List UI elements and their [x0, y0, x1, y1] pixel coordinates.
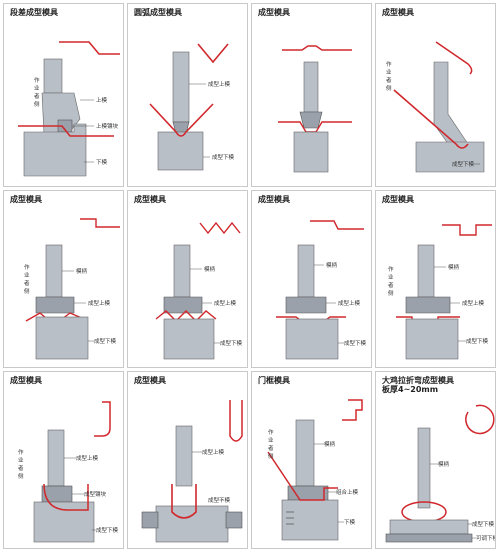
svg-text:者: 者	[386, 76, 392, 84]
label-forming-upper: 成型上模	[202, 448, 225, 456]
panel-forming-die-8: 成型模具 作 业 者 侧 模柄 成型上模 成型下模	[375, 190, 496, 368]
panel-title: 成型模具	[10, 376, 42, 385]
panel-title: 门框模具	[258, 376, 290, 385]
forming-illustration-8: 作 业 者 侧 模柄 成型上模 成型下模	[388, 224, 492, 360]
panel-title: 成型模具	[382, 195, 414, 204]
panel-step-forming-die: 段差成型模具 作 业 者 侧 上模 上模镶块 下模	[3, 3, 124, 187]
panel-title: 成型模具	[134, 376, 166, 385]
svg-text:者: 者	[388, 281, 394, 289]
panel-door-frame-die: 门框模具 作 业 者 侧 模柄 组合上模 下模	[251, 371, 372, 549]
large-bend-illustration: 模柄 成型下模 可调下模	[385, 404, 496, 543]
panel-title: 成型模具	[258, 195, 290, 204]
panel-title: 成型模具	[382, 8, 414, 17]
label-combined-upper: 组合上模	[336, 488, 359, 496]
label-forming-upper: 成型上模	[462, 299, 485, 307]
svg-text:者: 者	[268, 444, 274, 452]
panel-title: 成型模具	[134, 195, 166, 204]
svg-text:作: 作	[388, 265, 394, 273]
svg-text:业: 业	[268, 436, 274, 444]
panel-forming-die-7: 成型模具 模柄 成型上模 成型下模	[251, 190, 372, 368]
forming-illustration-9: 作 业 者 侧 成型上模 成型镶块 成型下模	[18, 401, 119, 543]
label-forming-upper: 成型上模	[208, 80, 231, 88]
label-forming-lower: 成型下模	[452, 160, 475, 168]
svg-text:作: 作	[268, 428, 274, 436]
svg-text:业: 业	[388, 273, 394, 281]
panel-forming-die-10: 成型模具 成型上模 成型下模	[127, 371, 248, 549]
label-shank: 模柄	[448, 263, 460, 271]
label-forming-upper: 成型上模	[88, 299, 111, 307]
label-forming-lower: 成型下模	[220, 339, 243, 347]
forming-illustration-4: 作 业 者 侧 成型下模	[386, 41, 485, 173]
forming-illustration-3	[278, 45, 352, 173]
panel-forming-die-5: 成型模具 作 业 者 侧 模柄 成型上模 成型下模	[3, 190, 124, 368]
label-forming-lower: 成型下模	[208, 496, 231, 504]
panel-title: 成型模具	[258, 8, 290, 17]
door-frame-illustration: 作 业 者 侧 模柄 组合上模 下模	[267, 399, 363, 541]
svg-text:作: 作	[18, 448, 24, 456]
svg-text:侧: 侧	[388, 289, 394, 297]
arc-forming-illustration: 成型上模 成型下模	[149, 43, 235, 171]
forming-illustration-7: 模柄 成型上模 成型下模	[276, 220, 367, 360]
label-upper-die: 上模	[96, 96, 108, 104]
svg-text:侧: 侧	[18, 472, 24, 480]
svg-text:业: 业	[18, 456, 24, 464]
label-forming-lower: 成型下模	[466, 337, 489, 345]
panel-title: 圆弧成型模具	[134, 8, 182, 17]
svg-text:侧: 侧	[268, 452, 274, 460]
svg-text:作: 作	[386, 60, 392, 68]
label-forming-lower: 成型下模	[96, 526, 119, 534]
label-forming-upper: 成型上模	[76, 454, 99, 462]
svg-text:业: 业	[386, 68, 392, 76]
panel-large-bend-die: 大鸡拉折弯成型模具 板厚4~20mm 模柄 成型下模 可调下模	[375, 371, 496, 549]
label-shank: 模柄	[326, 261, 338, 269]
label-shank: 模柄	[438, 460, 450, 468]
svg-text:侧: 侧	[386, 84, 392, 92]
label-forming-upper: 成型上模	[214, 299, 237, 307]
label-shank: 模柄	[76, 267, 88, 275]
forming-illustration-10: 成型上模 成型下模	[141, 400, 243, 543]
svg-text:业: 业	[24, 271, 30, 279]
svg-text:业: 业	[34, 84, 40, 92]
label-forming-lower: 成型下模	[212, 153, 235, 161]
label-adjustable-lower: 可调下模	[476, 534, 496, 542]
svg-text:者: 者	[34, 92, 40, 100]
forming-illustration-5: 作 业 者 侧 模柄 成型上模 成型下模	[24, 218, 120, 360]
svg-text:者: 者	[24, 279, 30, 287]
label-forming-lower: 成型下模	[344, 339, 367, 347]
label-lower-die: 下模	[344, 518, 356, 526]
step-forming-illustration: 作 业 者 侧 上模 上模镶块 下模	[18, 41, 120, 177]
label-shank: 模柄	[204, 265, 216, 273]
label-forming-insert: 成型镶块	[84, 490, 107, 498]
panel-forming-die-9: 成型模具 作 业 者 侧 成型上模 成型镶块 成型下模	[3, 371, 124, 549]
panel-arc-forming-die: 圆弧成型模具 成型上模 成型下模	[127, 3, 248, 187]
svg-text:侧: 侧	[34, 100, 40, 108]
label-lower-die: 下模	[96, 158, 108, 166]
side-label: 作	[34, 76, 40, 84]
label-forming-upper: 成型上模	[338, 299, 361, 307]
panel-forming-die-6: 成型模具 模柄 成型上模 成型下模	[127, 190, 248, 368]
svg-text:侧: 侧	[24, 287, 30, 295]
panel-title: 大鸡拉折弯成型模具 板厚4~20mm	[382, 376, 454, 394]
svg-text:作: 作	[24, 263, 30, 271]
label-forming-lower: 成型下模	[94, 337, 117, 345]
label-upper-insert: 上模镶块	[96, 122, 119, 130]
label-forming-lower: 成型下模	[472, 520, 495, 528]
forming-illustration-6: 模柄 成型上模 成型下模	[155, 221, 243, 360]
svg-text:者: 者	[18, 464, 24, 472]
panel-title: 段差成型模具	[10, 8, 58, 17]
panel-forming-die-3: 成型模具	[251, 3, 372, 187]
label-shank: 模柄	[324, 440, 336, 448]
panel-forming-die-4: 成型模具 作 业 者 侧 成型下模	[375, 3, 496, 187]
panel-title: 成型模具	[10, 195, 42, 204]
